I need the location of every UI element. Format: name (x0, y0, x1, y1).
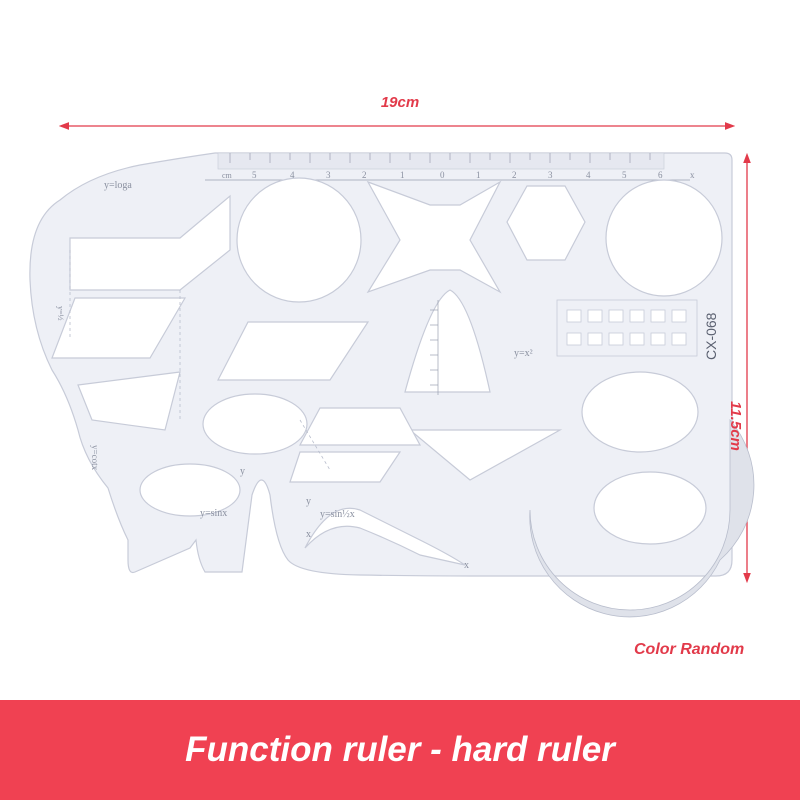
cutout-parallelogram-1 (51, 297, 187, 359)
color-note: Color Random (634, 641, 745, 658)
cutout-sine-curve (304, 507, 466, 566)
formula-loga: y=loga (104, 180, 132, 191)
scale-number: 2 (512, 170, 517, 180)
cutout-ellipse-mid (202, 393, 308, 455)
cutout-ellipse-bottom (593, 471, 707, 545)
formula-sinx: y=sinx (200, 508, 227, 519)
scale-number: 1 (400, 170, 405, 180)
width-dimension-label: 19cm (380, 94, 420, 111)
cutout-circle-right (605, 179, 723, 297)
scale-number: 5 (622, 170, 627, 180)
ruler-model-label: CX-068 (703, 312, 719, 360)
cutout-rhombus (77, 371, 181, 431)
caption-banner: Function ruler - hard ruler (0, 700, 800, 800)
cutout-arch (404, 289, 491, 393)
product-photo: cm 5 4 3 2 1 0 1 2 3 4 5 6 x y=loga y=x²… (29, 122, 755, 618)
scale-number: 6 (658, 170, 663, 180)
cutout-parallelogram-2 (217, 321, 370, 381)
protractor-arc (529, 418, 755, 618)
formula-sin-half-x: y=sin½x (320, 509, 355, 520)
cutout-ellipse-right (581, 371, 699, 453)
axis-letter-x: x (464, 560, 469, 571)
axis-letter-y: y (306, 496, 311, 507)
scale-number: 4 (586, 170, 591, 180)
scale-number: 4 (290, 170, 295, 180)
scale-number: 3 (326, 170, 331, 180)
axis-letter-x: x (690, 170, 695, 180)
cutout-ellipse-left (139, 463, 241, 517)
ruler-unit-label: cm (222, 171, 233, 180)
scale-number: 3 (548, 170, 553, 180)
cutout-square-grid (556, 299, 698, 357)
function-ruler (29, 152, 755, 618)
axis-letter-x: x (306, 529, 311, 540)
cutout-x-shape (366, 180, 502, 294)
cutout-arrow-shape (69, 194, 231, 291)
scale-number: 2 (362, 170, 367, 180)
axis-letter-y: y (240, 466, 245, 477)
scale-number: 0 (440, 170, 445, 180)
formula-cotx: y=cotx (90, 445, 100, 471)
cutout-diamond-small (289, 451, 402, 483)
scale-number: 5 (252, 170, 257, 180)
formula-x-squared: y=x² (514, 348, 533, 359)
formula-half: y=½ (56, 306, 65, 321)
cutout-triangle (408, 429, 563, 481)
height-dimension-label: 11.5cm (727, 401, 744, 451)
scale-number: 1 (476, 170, 481, 180)
banner-title: Function ruler - hard ruler (185, 730, 615, 769)
cutout-circle-large (236, 177, 362, 303)
cutout-hexagon (506, 185, 586, 261)
cutout-trapezoid (298, 407, 422, 446)
